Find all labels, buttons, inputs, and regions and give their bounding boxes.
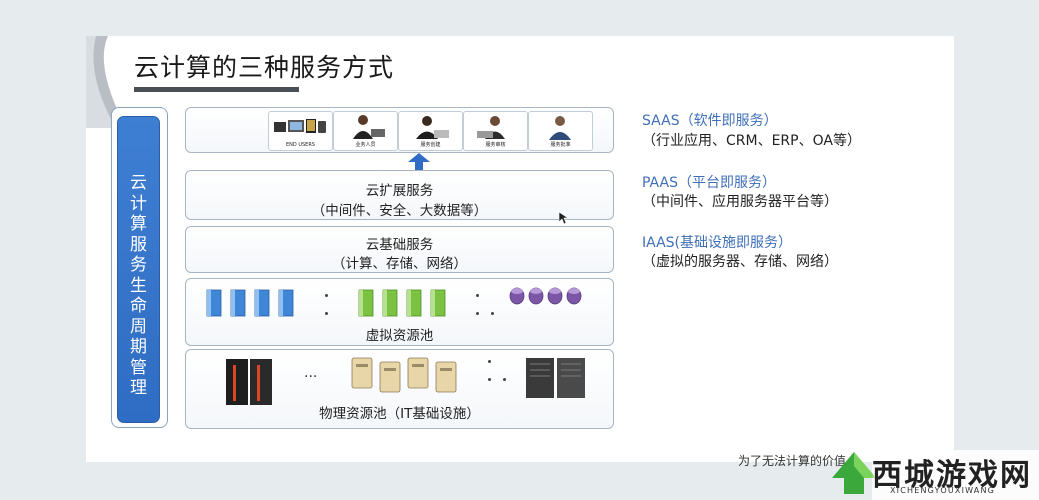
ellipsis-dot xyxy=(325,294,328,297)
ellipsis-dot xyxy=(476,294,479,297)
service-review-tile: 服务审核 xyxy=(463,111,528,151)
watermark-logo-backdrop xyxy=(832,450,1039,500)
devices-icon xyxy=(274,119,326,133)
tile-caption: 服务审核 xyxy=(485,142,506,148)
tile-caption: 服务创建 xyxy=(420,142,441,148)
person-desk-icon xyxy=(416,116,449,139)
virtual-network-icon xyxy=(509,287,582,305)
lifecycle-bar: 云计算服务生命周期管理 xyxy=(117,116,160,423)
title-underline xyxy=(134,87,299,92)
person-phone-icon xyxy=(549,116,571,140)
tile-caption: END USERS xyxy=(286,142,315,148)
service-create-tile: 服务创建 xyxy=(398,111,463,151)
watermark-title: 西城游戏网 xyxy=(872,458,1032,493)
saas-label: SAAS（软件即服务） xyxy=(642,113,778,129)
ellipsis-dot xyxy=(488,360,491,363)
paas-desc: （中间件、应用服务器平台等） xyxy=(642,194,838,210)
virtual-pool-title: 虚拟资源池 xyxy=(365,328,434,344)
storage-cabinets-icon xyxy=(526,358,585,398)
page-curl-decoration xyxy=(86,36,126,128)
slide: 云计算的三种服务方式 云计算服务生命周期管理 END USERS 业务人员 xyxy=(86,36,954,462)
end-users-layer: END USERS 业务人员 服务创建 服务审核 xyxy=(185,107,614,153)
paas-label: PAAS（平台即服务） xyxy=(642,175,776,191)
iaas-label: IAAS(基础设施即服务） xyxy=(642,235,793,251)
virtual-servers-icon xyxy=(206,289,294,317)
footer-slogan: 为了无法计算的价值 xyxy=(738,454,847,468)
ellipsis-dot xyxy=(476,312,479,315)
lifecycle-label: 云计算服务生命周期管理 xyxy=(130,173,147,398)
ellipsis-text: ... xyxy=(304,365,318,381)
mouse-cursor-icon xyxy=(558,211,568,225)
up-arrow-icon xyxy=(408,153,430,171)
virtual-pool-layer: 虚拟资源池 xyxy=(185,278,614,346)
tile-caption: 业务人员 xyxy=(355,142,376,148)
cloud-base-subtitle: （计算、存储、网络） xyxy=(332,256,467,272)
ellipsis-dot xyxy=(503,378,506,381)
virtual-storage-icon xyxy=(358,289,446,317)
cloud-extension-layer: 云扩展服务 （中间件、安全、大数据等） xyxy=(185,170,614,220)
saas-desc: （行业应用、CRM、ERP、OA等） xyxy=(642,133,861,149)
tile-caption: 服务批准 xyxy=(550,142,571,148)
physical-pool-layer: ... 物理资源池（IT基础设施） xyxy=(185,349,614,429)
cloud-extension-title: 云扩展服务 xyxy=(365,183,434,199)
person-typing-icon xyxy=(477,116,505,139)
cloud-base-layer: 云基础服务 （计算、存储、网络） xyxy=(185,226,614,273)
ellipsis-dot xyxy=(491,312,494,315)
physical-pool-title: 物理资源池（IT基础设施） xyxy=(319,406,480,422)
service-approve-tile: 服务批准 xyxy=(528,111,593,151)
iaas-desc: （虚拟的服务器、存储、网络） xyxy=(642,254,838,270)
ellipsis-dot xyxy=(488,378,491,381)
business-staff-tile: 业务人员 xyxy=(333,111,398,151)
physical-racks-icon xyxy=(226,359,272,405)
cloud-base-title: 云基础服务 xyxy=(365,237,434,253)
person-laptop-icon xyxy=(353,115,385,139)
ellipsis-dot xyxy=(325,312,328,315)
slide-title: 云计算的三种服务方式 xyxy=(134,53,395,82)
physical-servers-icon xyxy=(351,357,457,393)
end-users-tile: END USERS xyxy=(268,111,333,151)
cloud-extension-subtitle: （中间件、安全、大数据等） xyxy=(311,203,488,219)
watermark-subtitle: XICHENGYOUXIWANG xyxy=(890,486,996,495)
